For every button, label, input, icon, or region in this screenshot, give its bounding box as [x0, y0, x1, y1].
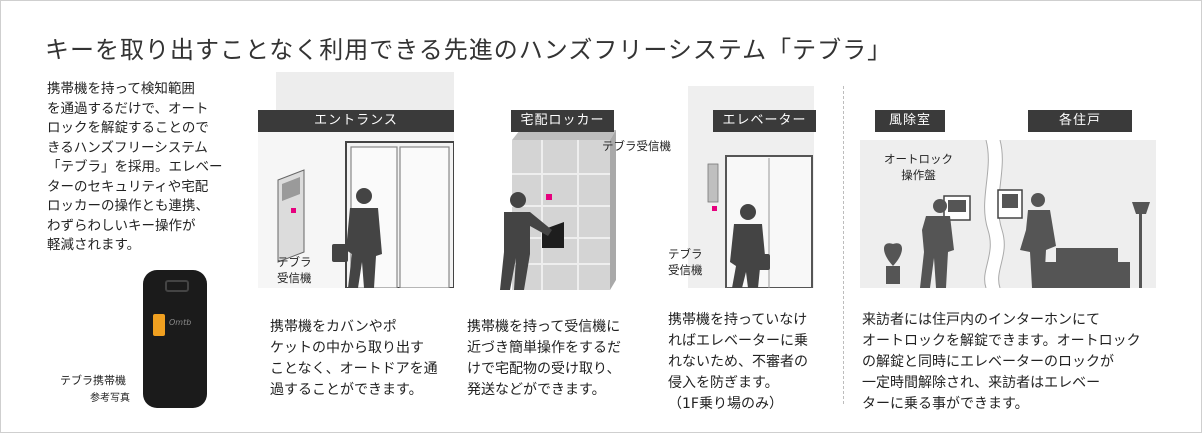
desc-line: オートロックを解錠できます。オートロック: [862, 333, 1141, 349]
label-residence: 各住戸: [1028, 110, 1132, 132]
desc-line: 携帯機を持って受信機に: [467, 319, 621, 335]
desc-line: 携帯機をカバンやポ: [270, 319, 397, 335]
desc-line: ケットの中から取り出す: [270, 340, 424, 356]
desc-line: けで宅配物の受け取り、: [467, 361, 621, 377]
fob-button-tag: [153, 314, 165, 336]
desc-line: 携帯機を持っていなけ: [668, 312, 808, 328]
key-fob-image: Omtb: [143, 270, 207, 408]
desc-line: （1F乗り場のみ）: [668, 396, 783, 412]
locker-description: 携帯機を持って受信機に 近づき簡単操作をするだ けで宅配物の受け取り、 発送など…: [467, 317, 621, 401]
panel-label-line: オートロック: [884, 152, 953, 166]
elevator-illustration: [688, 86, 814, 288]
receiver-label-line: テブラ: [277, 255, 312, 269]
section-divider: [843, 86, 844, 404]
residence-description: 来訪者には住戸内のインターホンにて オートロックを解錠できます。オートロック の…: [862, 310, 1141, 415]
page-title: キーを取り出すことなく利用できる先進のハンズフリーシステム「テブラ」: [45, 36, 893, 64]
desc-line: 過することができます。: [270, 382, 423, 398]
desc-line: ことなく、オートドアを通: [270, 361, 438, 377]
locker-illustration: [500, 130, 616, 290]
fob-keyring-hole: [165, 280, 189, 292]
desc-line: 発送などができます。: [467, 382, 606, 398]
intro-line: きるハンズフリーシステム: [47, 139, 208, 156]
intro-line: ロックを解錠することので: [47, 120, 209, 136]
desc-line: 来訪者には住戸内のインターホンにて: [862, 312, 1100, 328]
elevator-receiver-label: テブラ 受信機: [668, 246, 703, 278]
label-entrance: エントランス: [258, 110, 454, 132]
intro-line: 携帯機を持って検知範囲: [47, 81, 195, 97]
desc-line: の解錠と同時にエレベーターのロックが: [862, 354, 1114, 370]
fob-caption: テブラ携帯機: [60, 374, 126, 387]
intro-line: を通過するだけで、オート: [47, 100, 209, 117]
locker-receiver-label: テブラ受信機: [602, 139, 671, 153]
fob-subcaption: 参考写真: [90, 393, 130, 404]
desc-line: ターに乗る事ができます。: [862, 396, 1029, 412]
intro-line: ターのセキュリティや宅配: [47, 178, 209, 195]
intro-line: ロッカーの操作とも連携、: [47, 198, 209, 214]
fob-logo: Omtb: [169, 318, 192, 327]
desc-line: 一定時間解除され、来訪者はエレベー: [862, 375, 1101, 391]
receiver-label-line: テブラ: [668, 247, 703, 261]
receiver-label-line: 受信機: [668, 263, 703, 277]
label-vestibule: 風除室: [875, 110, 945, 132]
intro-line: 「テブラ」を採用。エレベー: [47, 159, 223, 175]
elevator-description: 携帯機を持っていなけ ればエレベーターに乗 れないため、不審者の 侵入を防ぎます…: [668, 310, 808, 415]
desc-line: ればエレベーターに乗: [668, 333, 808, 349]
panel-label-line: 操作盤: [901, 168, 936, 182]
label-elevator: エレベーター: [713, 110, 816, 132]
intro-line: 軽減されます。: [47, 237, 141, 253]
entrance-receiver-label: テブラ 受信機: [277, 254, 312, 286]
receiver-label-line: 受信機: [277, 271, 312, 285]
desc-line: 近づき簡単操作をするだ: [467, 340, 621, 356]
entrance-description: 携帯機をカバンやポ ケットの中から取り出す ことなく、オートドアを通 過すること…: [270, 317, 438, 401]
residence-illustration: [860, 140, 1156, 288]
label-locker: 宅配ロッカー: [511, 110, 614, 132]
intro-line: わずらわしいキー操作が: [47, 217, 196, 234]
desc-line: れないため、不審者の: [668, 354, 808, 370]
desc-line: 侵入を防ぎます。: [668, 375, 779, 391]
autolock-panel-label: オートロック 操作盤: [884, 151, 953, 183]
intro-text: 携帯機を持って検知範囲 を通過するだけで、オート ロックを解錠することので きる…: [47, 80, 252, 256]
